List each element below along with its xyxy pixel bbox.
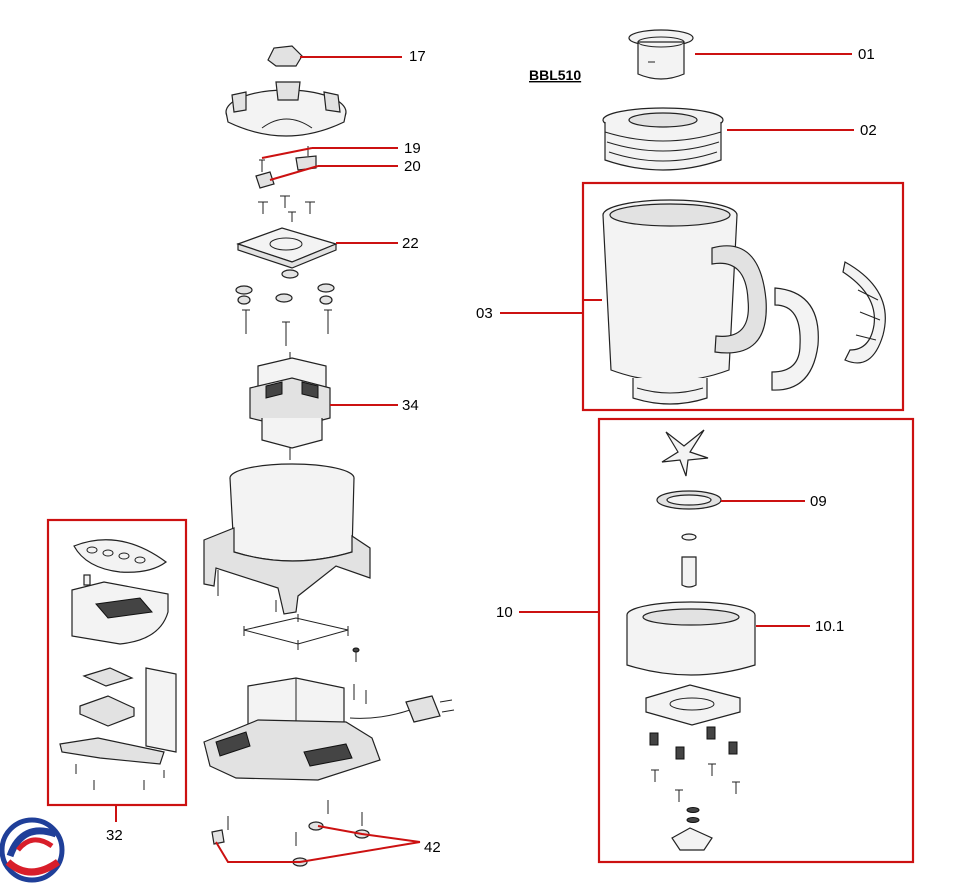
callout-19: 19 — [404, 140, 421, 157]
motor-housing — [203, 463, 371, 615]
part-20-clip — [255, 155, 317, 189]
base-and-cord — [203, 677, 455, 781]
group-box-03 — [581, 181, 905, 412]
part-19-pin — [259, 146, 309, 172]
group-box-10 — [597, 417, 915, 864]
jar-pad-top-cover — [225, 81, 347, 137]
callout-17: 17 — [409, 48, 426, 65]
screws-upper — [258, 195, 315, 222]
part-10-blade-assembly — [626, 429, 756, 851]
callout-03: 03 — [476, 305, 493, 322]
part-32-control-panel — [59, 539, 177, 790]
part-22-motor-bracket — [236, 227, 338, 269]
part-42-feet — [211, 800, 370, 867]
callout-10: 10 — [496, 604, 513, 621]
callout-10-1: 10.1 — [815, 618, 844, 635]
callout-22: 22 — [402, 235, 419, 252]
callout-42: 42 — [424, 839, 441, 856]
callout-34: 34 — [402, 397, 419, 414]
part-34-motor — [249, 352, 331, 460]
part-02-lid — [602, 107, 724, 171]
pcb-gasket — [243, 614, 360, 662]
motor-mounts — [235, 269, 335, 346]
leader-lines — [115, 53, 854, 863]
model-label: BBL510 — [529, 67, 581, 83]
callout-02: 02 — [860, 122, 877, 139]
callout-32: 32 — [106, 827, 123, 844]
part-03-jar — [602, 199, 886, 405]
callout-09: 09 — [810, 493, 827, 510]
callout-20: 20 — [404, 158, 421, 175]
part-01-cap — [628, 29, 694, 80]
callout-01: 01 — [858, 46, 875, 63]
brand-logo — [0, 817, 65, 883]
part-17-coupler — [267, 45, 303, 67]
